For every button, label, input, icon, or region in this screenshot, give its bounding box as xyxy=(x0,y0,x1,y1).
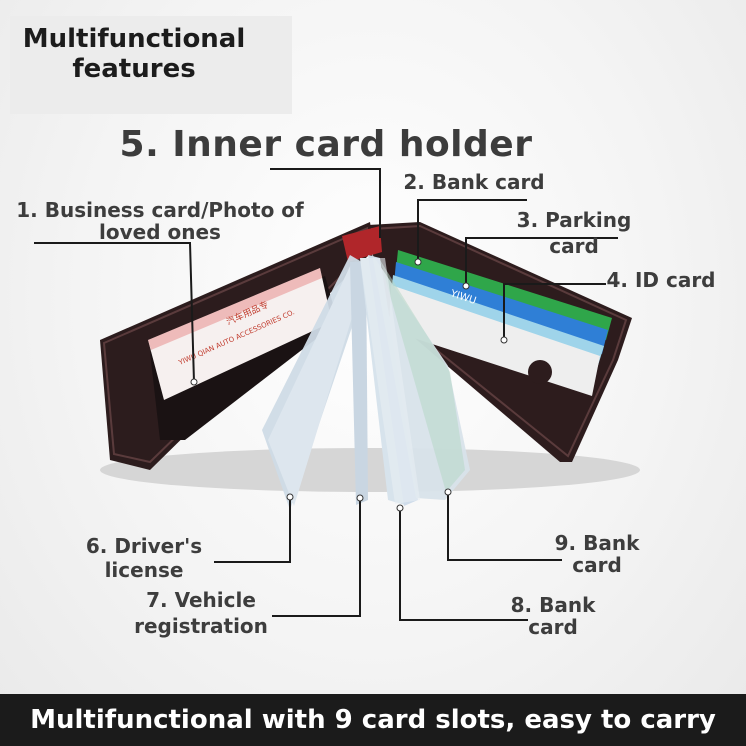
footer-banner: Multifunctional with 9 card slots, easy … xyxy=(0,694,746,746)
header-line-1: Multifunctional xyxy=(22,24,246,54)
callout-line-2 xyxy=(417,199,527,262)
page-title: 5. Inner card holder xyxy=(119,124,533,165)
callout-line-6 xyxy=(214,497,291,563)
wallet-spine xyxy=(342,226,382,262)
callout-line-9 xyxy=(447,492,562,561)
label-vehicle-registration: 7. Vehicle registration xyxy=(134,588,268,638)
label-drivers-license: 6. Driver's license xyxy=(85,534,203,582)
label-parking-card: 3. Parking card xyxy=(516,208,632,258)
callout-line-8 xyxy=(399,508,528,621)
header-box xyxy=(10,16,292,114)
callout-line-1 xyxy=(34,242,195,383)
header-line-2: features xyxy=(72,54,196,84)
callout-lines xyxy=(34,168,618,621)
thumb-cutout xyxy=(528,360,552,384)
callout-line-7 xyxy=(272,498,361,617)
label-business-card: 1. Business card/Photo of loved ones xyxy=(16,198,304,244)
callout-line-5 xyxy=(270,168,381,238)
inner-card-pages xyxy=(262,254,470,510)
label-id-card: 4. ID card xyxy=(606,268,716,292)
wallet-shadow xyxy=(100,448,640,492)
callout-dots xyxy=(190,258,508,512)
label-bank-card-2: 2. Bank card xyxy=(403,170,545,194)
callout-line-4 xyxy=(503,283,606,340)
label-bank-card-9: 9. Bank card xyxy=(554,531,640,577)
callout-line-3 xyxy=(465,237,618,286)
header-title: Multifunctional features xyxy=(4,24,264,84)
label-bank-card-8: 8. Bank card xyxy=(510,593,596,639)
